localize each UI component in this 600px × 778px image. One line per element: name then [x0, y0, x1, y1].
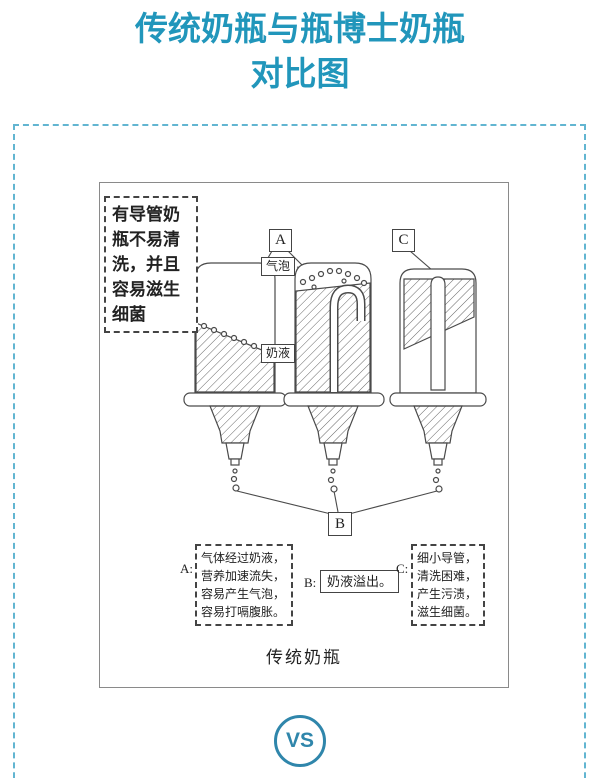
page-title-line1: 传统奶瓶与瓶博士奶瓶 [135, 10, 465, 47]
page-title-line2: 对比图 [250, 55, 350, 92]
left-bottle [183, 262, 287, 492]
diagram-caption: 传统奶瓶 [266, 648, 342, 667]
annotation-a: 气体经过奶液，营养加速流失，容易产生气泡，容易打嗝腹胀。 [195, 544, 293, 626]
bubble-label: 气泡 [261, 257, 296, 276]
milk-label: 奶液 [261, 344, 296, 363]
vs-label: VS [285, 729, 314, 752]
annotation-b-prefix: B: [304, 575, 317, 590]
tag-b: B [328, 512, 352, 536]
middle-bottle [283, 262, 385, 493]
right-bottle [389, 268, 487, 493]
tag-a: A [269, 229, 292, 252]
traditional-bottle-diagram: 有导管奶瓶不易清洗，并且容易滋生细菌 A C B 气泡 奶液 A: 气体经过奶液… [99, 182, 509, 688]
page-title: 传统奶瓶与瓶博士奶瓶 对比图 [0, 6, 600, 96]
annotation-b: 奶液溢出。 [320, 570, 400, 593]
comparison-frame [13, 124, 586, 778]
annotation-c-prefix: C: [396, 561, 409, 576]
tag-c: C [392, 229, 415, 252]
annotation-c: 细小导管，清洗困难，产生污渍，滋生细菌。 [411, 544, 485, 626]
annotation-a-prefix: A: [180, 561, 193, 576]
note-box: 有导管奶瓶不易清洗，并且容易滋生细菌 [104, 196, 198, 333]
vs-badge: VS [274, 715, 326, 767]
